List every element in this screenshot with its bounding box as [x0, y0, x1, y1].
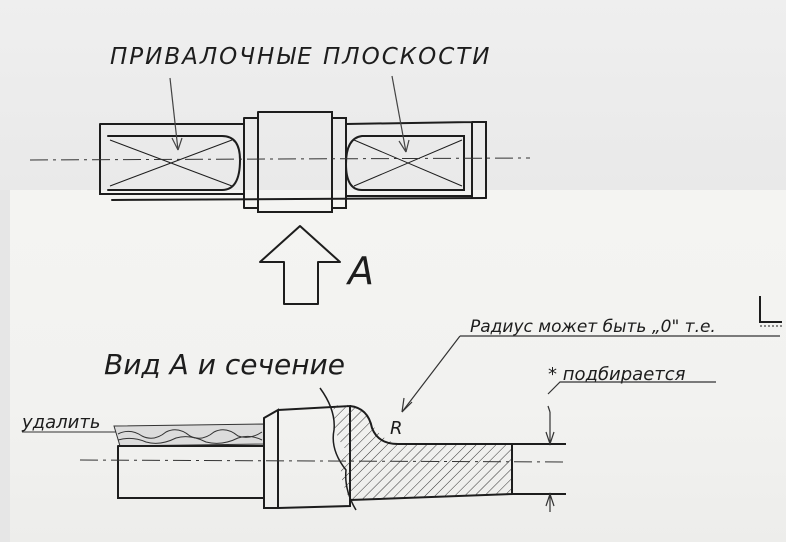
side-view-shaft: [117, 404, 351, 509]
remove-note: удалить: [21, 412, 100, 433]
adjust-note: * подбирается: [548, 364, 686, 385]
view-title: Вид A и сечение: [104, 348, 345, 381]
sharp-corner-icon: [759, 296, 782, 327]
radius-note: Радиус может быть „0" т.е.: [470, 317, 716, 337]
radius-leader: [401, 335, 780, 413]
bottom-centerline: [79, 459, 569, 463]
view-letter: A: [345, 249, 374, 293]
paper-edge: [0, 190, 10, 542]
view-arrow-icon: [259, 225, 341, 305]
adjust-leader: [547, 381, 716, 395]
paper-background-top: [0, 0, 786, 190]
radius-symbol: R: [390, 418, 403, 439]
top-shaft: [99, 111, 487, 213]
radius-leader-arrowhead: [401, 397, 413, 413]
leader-arrows-top: [169, 75, 410, 153]
dimension-marks: [545, 405, 555, 512]
section-outline: [319, 387, 566, 511]
section-hatch: [333, 404, 512, 500]
flat-cross-marks: [109, 139, 463, 187]
removed-material: [113, 423, 265, 447]
top-title: ПРИВАЛОЧНЫЕ ПЛОСКОСТИ: [110, 44, 492, 70]
top-centerline: [29, 157, 531, 161]
